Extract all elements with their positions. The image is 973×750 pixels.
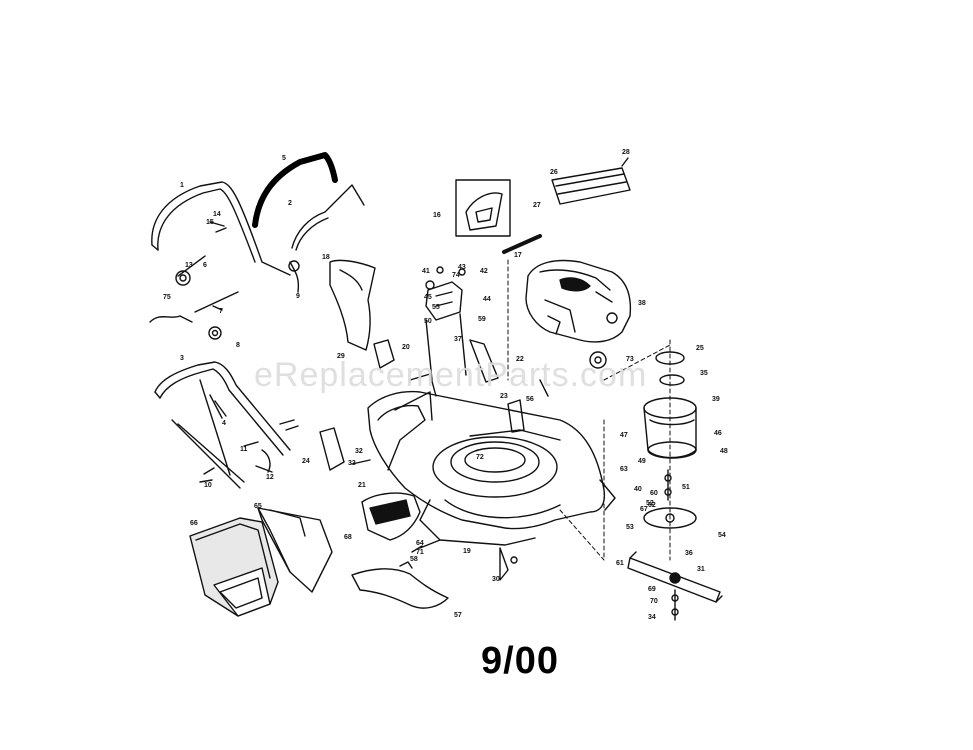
part-label-44: 44 bbox=[483, 296, 491, 303]
part-label-39: 39 bbox=[712, 396, 720, 403]
part-label-74: 74 bbox=[452, 272, 460, 279]
part-label-32: 32 bbox=[355, 448, 363, 455]
part-label-26: 26 bbox=[550, 169, 558, 176]
part-label-20: 20 bbox=[402, 344, 410, 351]
assembly-lines bbox=[507, 259, 671, 561]
part-label-27: 27 bbox=[533, 202, 541, 209]
part-label-58: 58 bbox=[410, 556, 418, 563]
height-adjusters bbox=[319, 266, 525, 471]
part-label-1: 1 bbox=[180, 182, 184, 189]
part-label-72: 72 bbox=[476, 454, 484, 461]
part-label-59: 59 bbox=[478, 316, 486, 323]
part-label-64: 64 bbox=[416, 540, 424, 547]
engine bbox=[525, 259, 632, 343]
part-label-23: 23 bbox=[500, 393, 508, 400]
part-label-11: 11 bbox=[240, 446, 248, 453]
part-label-68: 68 bbox=[344, 534, 352, 541]
date-code: 9/00 bbox=[481, 640, 559, 682]
dipstick-tube bbox=[502, 234, 542, 254]
lower-handle-hardware bbox=[199, 419, 299, 483]
part-label-47: 47 bbox=[620, 432, 628, 439]
part-label-60: 60 bbox=[650, 490, 658, 497]
part-label-54: 54 bbox=[718, 532, 726, 539]
part-label-66: 66 bbox=[190, 520, 198, 527]
part-label-61: 61 bbox=[616, 560, 624, 567]
handle-fittings bbox=[149, 221, 227, 340]
part-label-30: 30 bbox=[492, 576, 500, 583]
part-label-34: 34 bbox=[648, 614, 656, 621]
part-label-5: 5 bbox=[282, 155, 286, 162]
part-label-52: 52 bbox=[646, 500, 654, 507]
part-label-2: 2 bbox=[288, 200, 292, 207]
top-shield bbox=[551, 157, 631, 205]
part-label-57: 57 bbox=[454, 612, 462, 619]
part-label-51: 51 bbox=[682, 484, 690, 491]
part-label-18: 18 bbox=[322, 254, 330, 261]
part-label-67: 67 bbox=[640, 506, 648, 513]
part-label-36: 36 bbox=[685, 550, 693, 557]
part-label-73: 73 bbox=[626, 356, 634, 363]
part-label-56: 56 bbox=[526, 396, 534, 403]
part-label-35: 35 bbox=[700, 370, 708, 377]
part-label-71: 71 bbox=[416, 549, 424, 556]
mower-deck bbox=[367, 390, 616, 546]
part-label-31: 31 bbox=[697, 566, 705, 573]
part-label-12: 12 bbox=[266, 474, 274, 481]
rear-baffle bbox=[329, 259, 376, 351]
part-label-22: 22 bbox=[516, 356, 524, 363]
upper-handle bbox=[151, 181, 291, 313]
part-label-48: 48 bbox=[720, 448, 728, 455]
part-label-10: 10 bbox=[204, 482, 212, 489]
part-label-7: 7 bbox=[219, 308, 223, 315]
part-label-45: 45 bbox=[424, 294, 432, 301]
part-label-41: 41 bbox=[422, 268, 430, 275]
part-label-38: 38 bbox=[638, 300, 646, 307]
part-label-49: 49 bbox=[638, 458, 646, 465]
part-label-50: 50 bbox=[424, 318, 432, 325]
part-label-46: 46 bbox=[714, 430, 722, 437]
part-label-40: 40 bbox=[634, 486, 642, 493]
part-label-28: 28 bbox=[622, 149, 630, 156]
part-label-15: 15 bbox=[206, 219, 214, 226]
lower-handle bbox=[154, 361, 291, 489]
part-label-21: 21 bbox=[358, 482, 366, 489]
part-label-3: 3 bbox=[180, 355, 184, 362]
part-label-63: 63 bbox=[620, 466, 628, 473]
watermark: eReplacementParts.com bbox=[254, 356, 648, 394]
part-label-24: 24 bbox=[302, 458, 310, 465]
part-label-55: 55 bbox=[432, 304, 440, 311]
part-label-37: 37 bbox=[454, 336, 462, 343]
mulch-plate bbox=[351, 561, 449, 609]
part-label-43: 43 bbox=[458, 264, 466, 271]
part-label-62: 62 bbox=[648, 502, 656, 509]
part-label-25: 25 bbox=[696, 345, 704, 352]
part-label-6: 6 bbox=[203, 262, 207, 269]
part-label-4: 4 bbox=[222, 420, 226, 427]
part-label-75: 75 bbox=[163, 294, 171, 301]
blade bbox=[627, 551, 723, 621]
part-label-29: 29 bbox=[337, 353, 345, 360]
part-label-19: 19 bbox=[463, 548, 471, 555]
part-label-14: 14 bbox=[213, 211, 221, 218]
part-label-9: 9 bbox=[296, 293, 300, 300]
part-label-8: 8 bbox=[236, 342, 240, 349]
part-label-33: 33 bbox=[348, 460, 356, 467]
deck-fasteners bbox=[351, 379, 549, 581]
bail-grip bbox=[252, 152, 338, 228]
part-label-16: 16 bbox=[433, 212, 441, 219]
part-label-42: 42 bbox=[480, 268, 488, 275]
part-label-13: 13 bbox=[185, 262, 193, 269]
part-label-17: 17 bbox=[514, 252, 522, 259]
grass-bag-frame bbox=[257, 507, 333, 593]
discharge-chute-door bbox=[361, 492, 421, 541]
part-label-70: 70 bbox=[650, 598, 658, 605]
part-label-69: 69 bbox=[648, 586, 656, 593]
part-label-53: 53 bbox=[626, 524, 634, 531]
air-filter-cover bbox=[455, 179, 511, 237]
control-cable bbox=[288, 184, 365, 293]
part-label-65: 65 bbox=[254, 503, 262, 510]
grass-bag bbox=[189, 517, 279, 617]
